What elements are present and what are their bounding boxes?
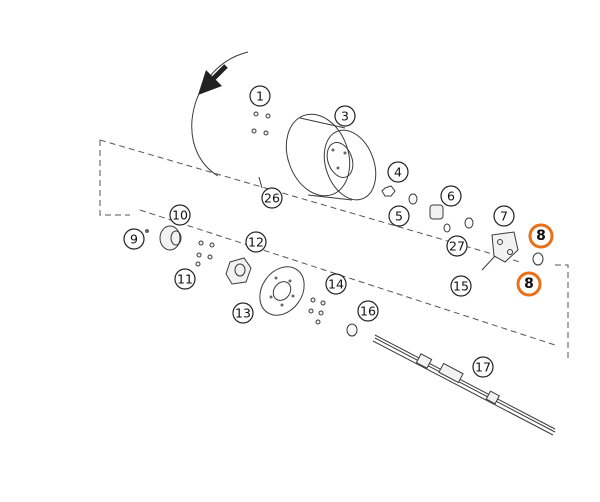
callout-4: 4	[387, 161, 409, 183]
callout-9: 9	[123, 228, 145, 250]
svg-text:3: 3	[341, 109, 349, 124]
svg-text:1: 1	[256, 89, 264, 104]
callout-14: 14	[325, 273, 347, 295]
svg-text:6: 6	[447, 189, 455, 204]
svg-text:5: 5	[395, 209, 403, 224]
washer	[408, 193, 418, 205]
svg-text:27: 27	[449, 239, 465, 254]
callout-26: 26	[261, 187, 283, 209]
svg-text:7: 7	[500, 209, 508, 224]
brake-disc	[259, 266, 305, 316]
callout-8-upper: 8	[528, 223, 554, 249]
callout-1: 1	[249, 85, 271, 107]
callout-5: 5	[388, 205, 410, 227]
callout-3: 3	[334, 105, 356, 127]
svg-text:9: 9	[130, 232, 138, 247]
bushing	[429, 204, 474, 229]
stud	[258, 176, 263, 189]
svg-text:8: 8	[524, 276, 534, 292]
callout-6: 6	[440, 185, 462, 207]
hub-cap	[145, 225, 182, 251]
callout-13: 13	[232, 302, 254, 324]
disc-bolts	[308, 297, 326, 325]
svg-text:11: 11	[177, 272, 193, 287]
o-ring	[346, 323, 358, 337]
circlip	[532, 252, 544, 266]
callout-12: 12	[245, 231, 267, 253]
callout-8-lower: 8	[516, 271, 542, 297]
svg-text:8: 8	[536, 228, 546, 244]
axle-shaft	[372, 334, 556, 436]
callout-10: 10	[169, 204, 191, 226]
svg-text:12: 12	[248, 235, 264, 250]
svg-text:26: 26	[264, 191, 280, 206]
svg-text:4: 4	[394, 165, 402, 180]
ring	[443, 223, 451, 233]
wheel-bolts	[251, 111, 271, 136]
svg-text:17: 17	[475, 360, 491, 375]
callout-17: 17	[472, 356, 494, 378]
nut	[381, 185, 396, 197]
bracket-plate	[481, 231, 519, 271]
svg-text:13: 13	[235, 306, 251, 321]
callout-11: 11	[174, 268, 196, 290]
svg-text:10: 10	[172, 208, 188, 223]
svg-text:15: 15	[453, 279, 469, 294]
rotation-arrow	[191, 51, 249, 177]
hub-bolts	[195, 240, 215, 267]
callout-27: 27	[446, 235, 468, 257]
svg-text:14: 14	[328, 277, 344, 292]
callout-7: 7	[493, 205, 515, 227]
wheel-rim	[285, 113, 377, 201]
callout-16: 16	[357, 300, 379, 322]
callout-15: 15	[450, 275, 472, 297]
svg-text:16: 16	[360, 304, 376, 319]
hub-flange	[225, 257, 252, 285]
